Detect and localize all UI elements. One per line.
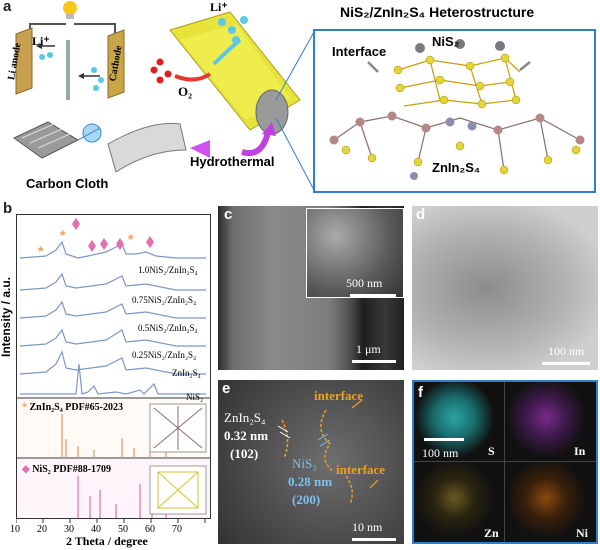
cathode-slab bbox=[107, 29, 125, 99]
carbon-cloth-label: Carbon Cloth bbox=[26, 176, 109, 191]
carbon-cloth-icon bbox=[13, 121, 80, 159]
eds-label-ni: Ni bbox=[576, 526, 588, 540]
znin2s4-label-a: ZnIn₂S₄ bbox=[432, 160, 481, 175]
xrd-ylabel: Intensity / a.u. bbox=[0, 276, 14, 358]
eds-map-ni bbox=[505, 462, 596, 542]
xrd-curve-1 bbox=[19, 240, 206, 259]
curve-label-5: ZnIn₂S₄ bbox=[172, 368, 201, 378]
hkl-2: (200) bbox=[292, 492, 321, 507]
panel-e-label: e bbox=[222, 380, 231, 397]
tem-scale: 100 nm bbox=[548, 344, 585, 358]
heterostructure-box bbox=[313, 29, 596, 193]
curve-label-6: NiS₂ bbox=[186, 392, 204, 402]
svg-text:*: * bbox=[60, 227, 66, 243]
eds-scale: 100 nm bbox=[422, 446, 459, 460]
xrd-curve-3 bbox=[19, 300, 206, 319]
sem-image-c: 500 nm 1 μm bbox=[218, 206, 404, 370]
hetero-title: NiS₂/ZnIn₂S₄ Heterostructure bbox=[340, 4, 535, 20]
curve-label-4: 0.25NiS₂/ZnIn₂S₄ bbox=[132, 350, 197, 360]
sem-scale: 1 μm bbox=[356, 342, 381, 356]
eds-label-zn: Zn bbox=[484, 526, 499, 540]
tick-40: 40 bbox=[91, 524, 101, 535]
tem-image-d: 100 nm bbox=[412, 206, 598, 370]
interface-label-1: interface bbox=[314, 388, 364, 403]
lightbulb-icon bbox=[63, 1, 77, 19]
hrtem-overlay bbox=[277, 399, 379, 505]
tem-scalebar bbox=[542, 362, 590, 365]
eds-map-in bbox=[505, 382, 596, 462]
o2-label: O₂ bbox=[178, 84, 193, 99]
eds-panel-f: 100 nm S In Zn Ni bbox=[412, 380, 598, 544]
panel-a-label: a bbox=[3, 0, 12, 15]
interface-label-2: interface bbox=[336, 462, 386, 477]
xrd-curve-2 bbox=[19, 272, 206, 291]
sem-inset-scalebar bbox=[350, 294, 396, 297]
hydrothermal-label: Hydrothermal bbox=[190, 154, 275, 169]
panel-d-label: d bbox=[416, 206, 426, 223]
d-spacing-1: 0.32 nm bbox=[224, 428, 269, 443]
svg-text:*: * bbox=[38, 243, 44, 259]
tick-70: 70 bbox=[172, 524, 182, 535]
nanosheet-cylinder bbox=[169, 11, 301, 135]
li-plus-left: Li⁺ bbox=[32, 34, 50, 48]
tick-50: 50 bbox=[118, 524, 128, 535]
nis2-label-a: NiS₂ bbox=[432, 34, 460, 49]
eds-map-s bbox=[414, 382, 505, 462]
znin2s4-label-e: ZnIn₂S₄ bbox=[224, 410, 266, 425]
tick-20: 20 bbox=[37, 524, 47, 535]
panel-a-schematic bbox=[13, 1, 596, 193]
sem-inset bbox=[306, 208, 404, 298]
panel-c-label: c bbox=[224, 206, 233, 223]
hydrothermal-arrow bbox=[241, 131, 271, 156]
eds-label-s: S bbox=[488, 444, 495, 458]
li-anode-slab bbox=[15, 27, 33, 95]
li-plus-top: Li⁺ bbox=[210, 0, 228, 14]
tick-30: 30 bbox=[64, 524, 74, 535]
tick-60: 60 bbox=[145, 524, 155, 535]
carbon-fiber-icon bbox=[107, 122, 187, 173]
ref1-label: * ZnIn₂S₄ PDF#65-2023 bbox=[22, 402, 124, 413]
interface-label: Interface bbox=[332, 44, 387, 59]
d-spacing-2: 0.28 nm bbox=[288, 474, 333, 489]
sem-inset-scale: 500 nm bbox=[346, 276, 383, 290]
panel-f-label: f bbox=[418, 384, 423, 401]
panel-b-label: b bbox=[3, 200, 13, 217]
xrd-curve-6 bbox=[20, 363, 206, 395]
curve-label-2: 0.75NiS₂/ZnIn₂S₄ bbox=[132, 295, 197, 305]
sem-scalebar bbox=[352, 360, 396, 363]
eds-map-zn bbox=[414, 462, 505, 542]
hkl-1: (102) bbox=[230, 446, 259, 461]
tick-10: 10 bbox=[10, 524, 20, 535]
hrtem-scale: 10 nm bbox=[352, 520, 383, 534]
xrd-curve-5 bbox=[19, 350, 206, 375]
eds-label-in: In bbox=[574, 444, 586, 458]
curve-label-1: 1.0NiS₂/ZnIn₂S₄ bbox=[138, 265, 198, 275]
eds-scalebar bbox=[424, 438, 464, 441]
xrd-xlabel: 2 Theta / degree bbox=[66, 534, 148, 548]
hrtem-image-e: interface ZnIn₂S₄ 0.32 nm (102) NiS₂ int… bbox=[218, 380, 404, 544]
xrd-curve-4 bbox=[19, 328, 206, 347]
nis2-label-e: NiS₂ bbox=[292, 456, 317, 471]
ref2-label: ◆ NiS₂ PDF#88-1709 bbox=[22, 464, 112, 475]
xrd-chart: * * * bbox=[16, 214, 211, 523]
svg-text:*: * bbox=[128, 231, 134, 247]
curve-label-3: 0.5NiS₂/ZnIn₂S₄ bbox=[138, 323, 198, 333]
hrtem-scalebar bbox=[352, 538, 396, 541]
